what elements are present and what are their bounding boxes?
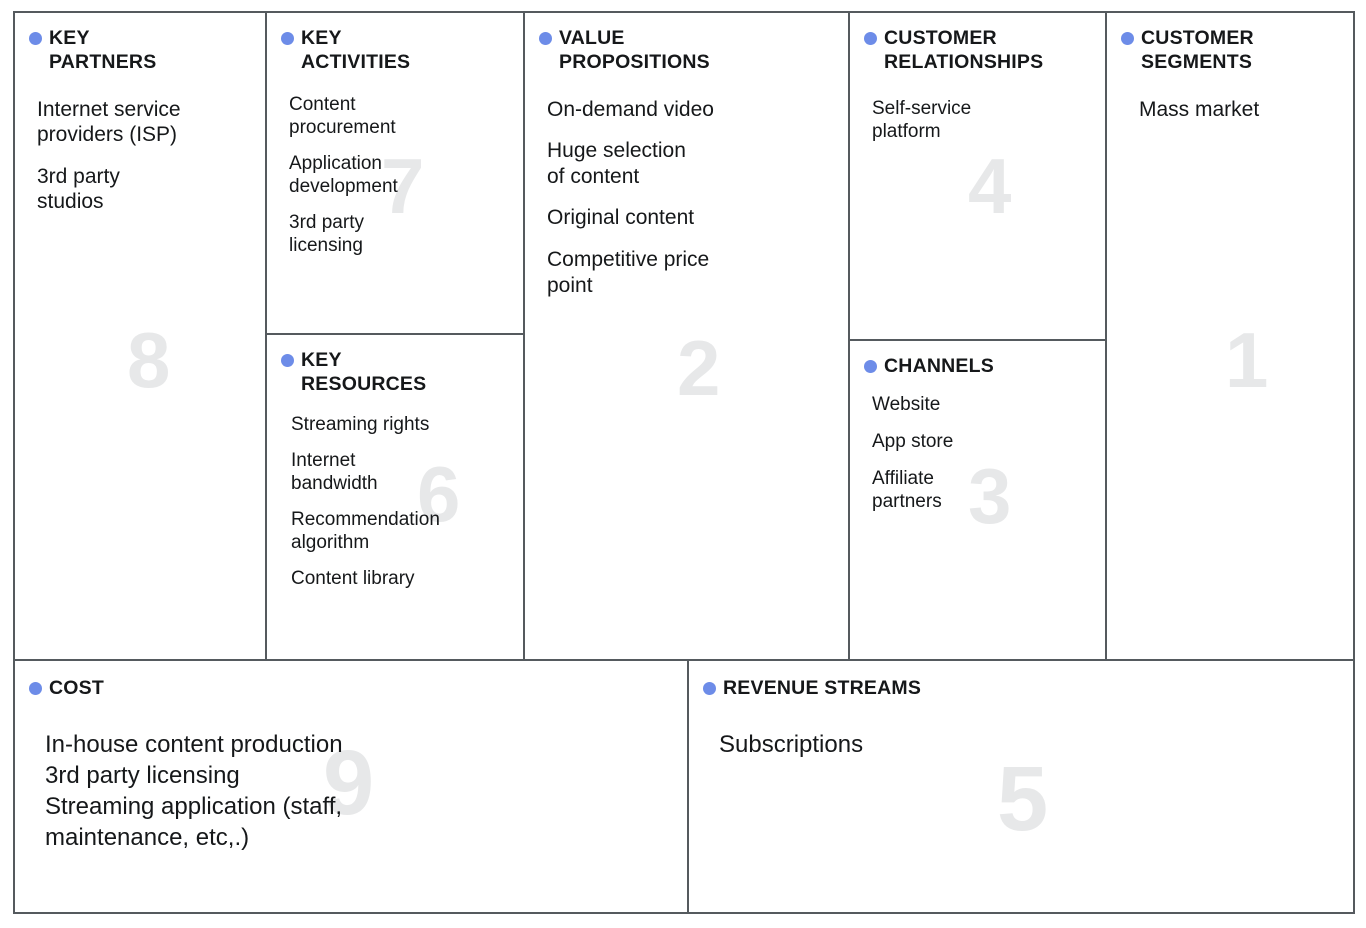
bullet-dot-icon [864, 360, 877, 373]
block-title-customer-segments: CUSTOMER SEGMENTS [1121, 27, 1337, 75]
bullet-dot-icon [539, 32, 552, 45]
block-title-value-propositions: VALUE PROPOSITIONS [539, 27, 832, 75]
block-paragraph-cost: In-house content production 3rd party li… [45, 730, 343, 852]
block-title-channels: CHANNELS [864, 355, 1089, 379]
list-item: Original content [547, 206, 695, 230]
divider-col-4 [1105, 13, 1107, 659]
block-key-partners[interactable]: 8 KEY PARTNERS Internet service provider… [15, 13, 265, 659]
list-item: 3rd party licensing [289, 212, 364, 257]
watermark-number-1: 1 [1225, 316, 1269, 404]
divider-col-2 [523, 13, 525, 659]
list-item: Application development [289, 152, 398, 198]
bullet-dot-icon [29, 32, 42, 45]
bullet-dot-icon [281, 32, 294, 45]
block-items-channels: Website App store Affiliate partners [872, 393, 1089, 514]
bullet-dot-icon [281, 354, 294, 367]
list-item: Competitive price point [547, 248, 710, 297]
block-title-key-activities: KEY ACTIVITIES [281, 27, 507, 75]
block-customer-relationships[interactable]: 4 CUSTOMER RELATIONSHIPS Self-service pl… [850, 13, 1105, 339]
list-item: 3rd party studios [37, 164, 120, 214]
block-title-revenue-streams: REVENUE STREAMS [703, 677, 1337, 701]
watermark-number-8: 8 [127, 316, 171, 404]
block-key-activities[interactable]: 7 KEY ACTIVITIES Content procurement App… [267, 13, 523, 333]
block-revenue-streams[interactable]: 5 REVENUE STREAMS Subscriptions [689, 661, 1353, 912]
list-item: Website [872, 393, 941, 415]
divider-activities-resources [265, 333, 523, 335]
block-items-key-partners: Internet service providers (ISP) 3rd par… [37, 97, 249, 215]
list-item: Huge selection of content [547, 139, 686, 188]
block-title-cost: COST [29, 677, 671, 701]
block-items-value-propositions: On-demand video Huge selection of conten… [547, 97, 832, 299]
list-item: Self-service platform [872, 97, 972, 142]
list-item: Content procurement [289, 93, 396, 138]
block-title-key-partners: KEY PARTNERS [29, 27, 249, 75]
list-item: Internet service providers (ISP) [37, 97, 181, 147]
divider-col-1 [265, 13, 267, 659]
bullet-dot-icon [864, 32, 877, 45]
divider-col-3 [848, 13, 850, 659]
business-model-canvas: 8 KEY PARTNERS Internet service provider… [13, 11, 1355, 914]
list-item: Internet bandwidth [291, 449, 378, 494]
block-customer-segments[interactable]: 1 CUSTOMER SEGMENTS Mass market [1107, 13, 1353, 659]
block-paragraph-revenue-streams: Subscriptions [719, 730, 864, 758]
list-item: Recommendation algorithm [291, 509, 440, 554]
bullet-dot-icon [703, 682, 716, 695]
list-item: On-demand video [547, 97, 714, 121]
block-items-key-activities: Content procurement Application developm… [289, 93, 507, 258]
block-title-customer-relationships: CUSTOMER RELATIONSHIPS [864, 27, 1089, 75]
bullet-dot-icon [1121, 32, 1134, 45]
watermark-number-4: 4 [968, 142, 1012, 230]
list-item: Mass market [1139, 97, 1260, 121]
block-key-resources[interactable]: 6 KEY RESOURCES Streaming rights Interne… [267, 335, 523, 659]
divider-cost-revenue [687, 659, 689, 912]
block-value-propositions[interactable]: 2 VALUE PROPOSITIONS On-demand video Hug… [525, 13, 848, 659]
block-cost[interactable]: 9 COST In-house content production 3rd p… [15, 661, 687, 912]
block-channels[interactable]: 3 CHANNELS Website App store Affiliate p… [850, 341, 1105, 659]
divider-relationships-channels [848, 339, 1105, 341]
list-item: Content library [291, 568, 415, 590]
block-items-customer-relationships: Self-service platform [872, 97, 1089, 143]
watermark-number-5: 5 [997, 748, 1049, 850]
bullet-dot-icon [29, 682, 42, 695]
watermark-number-2: 2 [677, 324, 721, 412]
block-items-key-resources: Streaming rights Internet bandwidth Reco… [291, 413, 507, 591]
block-title-key-resources: KEY RESOURCES [281, 349, 507, 397]
list-item: Streaming rights [291, 413, 430, 435]
block-items-customer-segments: Mass market [1139, 97, 1337, 123]
divider-top-bottom-row [15, 659, 1353, 661]
list-item: App store [872, 430, 954, 452]
list-item: Affiliate partners [872, 468, 942, 513]
